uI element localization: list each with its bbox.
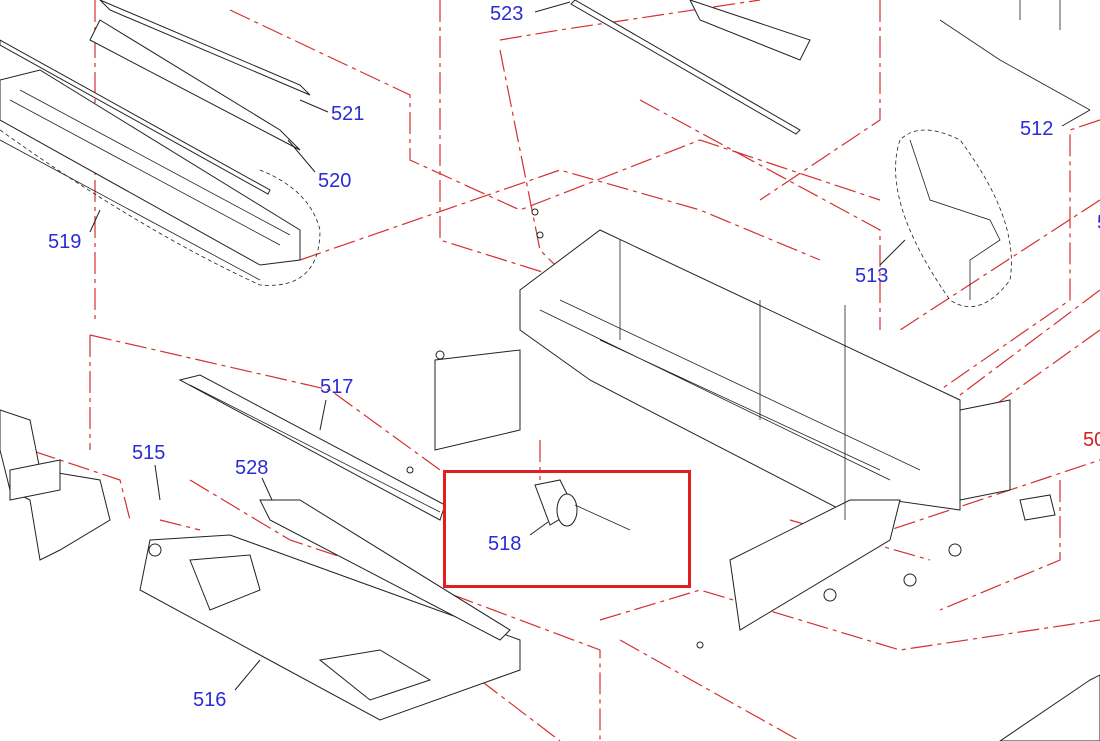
part-519-frame — [0, 39, 321, 286]
part-516-tray — [139, 499, 521, 721]
part-label-515[interactable]: 515 — [132, 442, 166, 464]
screws-and-gears — [406, 208, 1100, 741]
part-label-520[interactable]: 520 — [318, 170, 352, 192]
part-523-shaft — [570, 0, 811, 135]
part-label-518[interactable]: 518 — [488, 533, 522, 555]
highlight-box-518 — [443, 470, 691, 588]
part-label-5-cut[interactable]: 5 — [1097, 213, 1100, 233]
part-518-motor — [534, 479, 631, 531]
part-left-bracket — [0, 409, 111, 561]
main-frame — [434, 229, 1056, 631]
part-label-521[interactable]: 521 — [331, 103, 365, 125]
part-label-512[interactable]: 512 — [1020, 118, 1054, 140]
off-page-reference-50[interactable]: 50 — [1083, 429, 1100, 451]
part-label-516[interactable]: 516 — [193, 689, 227, 711]
part-label-513[interactable]: 513 — [855, 265, 889, 287]
part-517-rail — [178, 374, 446, 521]
label-leader-lines — [89, 1, 1091, 691]
part-512-cable — [895, 0, 1091, 308]
part-label-528[interactable]: 528 — [235, 457, 269, 479]
part-label-517[interactable]: 517 — [320, 376, 354, 398]
part-label-523[interactable]: 523 — [490, 3, 524, 25]
part-521-plate — [89, 0, 311, 151]
part-label-519[interactable]: 519 — [48, 231, 82, 253]
